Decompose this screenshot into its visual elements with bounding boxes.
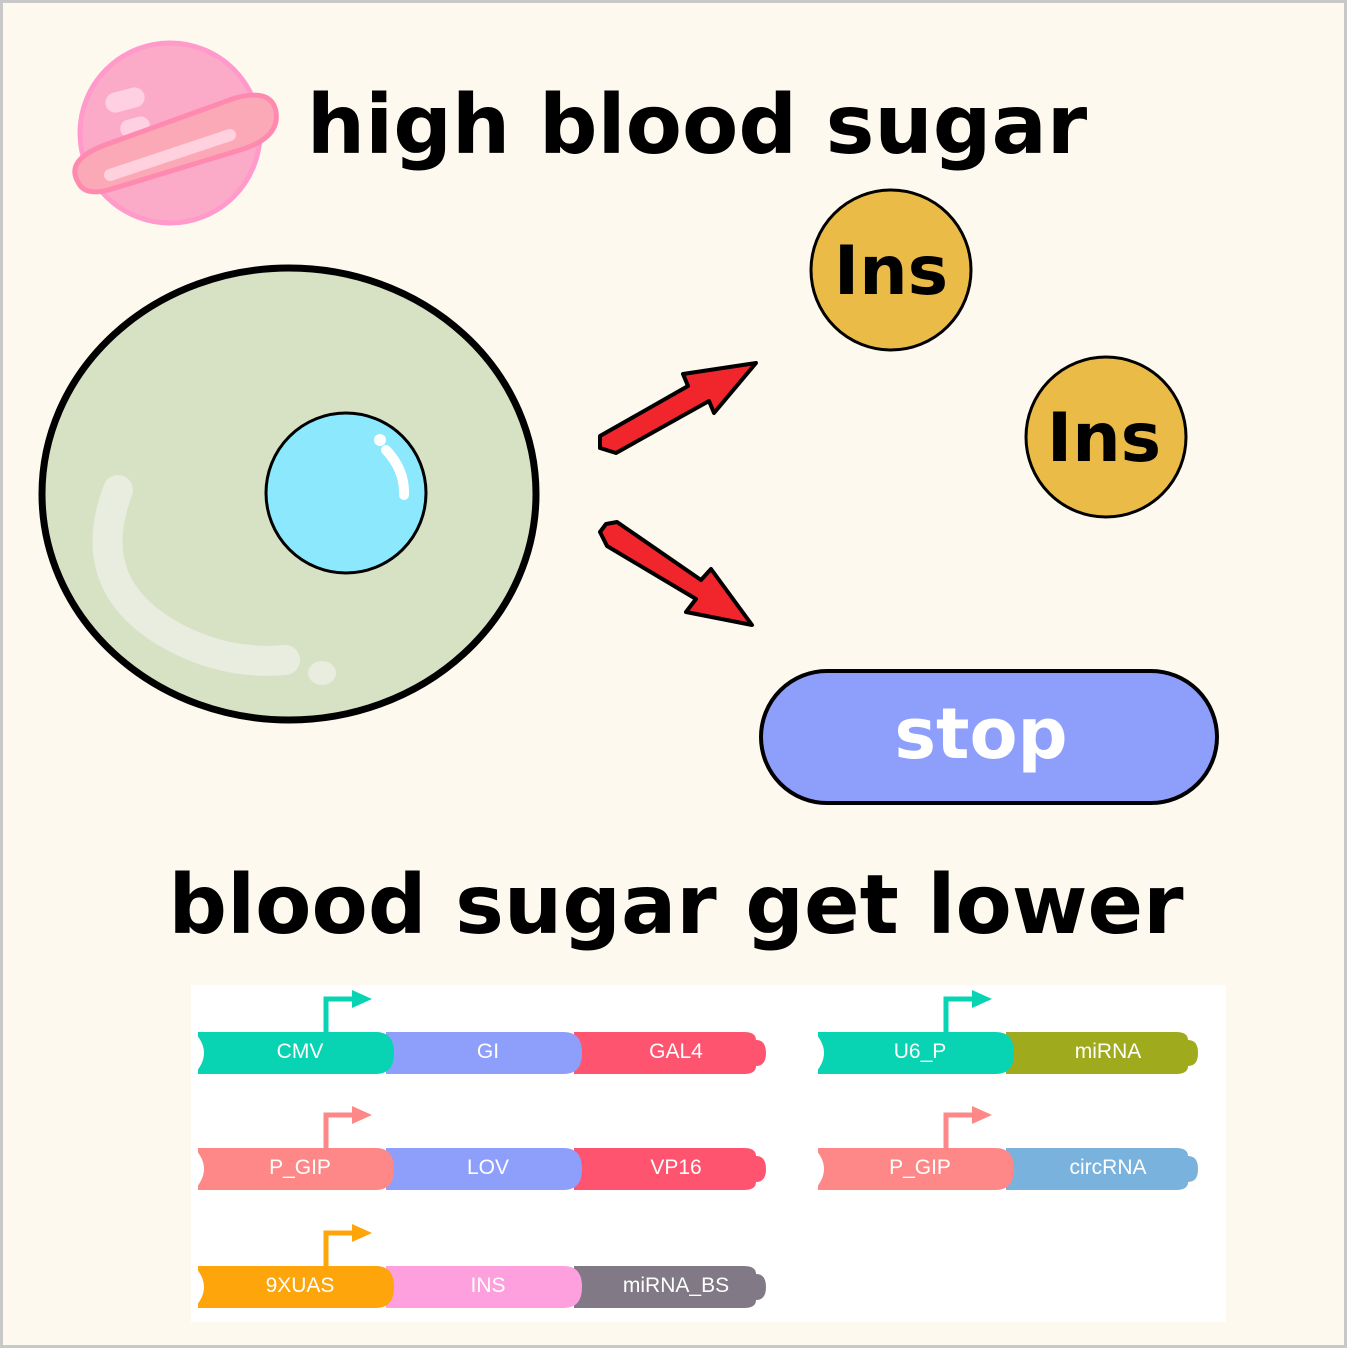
planet-icon xyxy=(72,40,279,226)
part-label: miRNA_BS xyxy=(623,1274,729,1297)
part-cmv xyxy=(198,1032,394,1074)
part-mirna-bs xyxy=(574,1266,766,1308)
stop-badge: stop xyxy=(759,669,1219,805)
part-label: INS xyxy=(470,1274,505,1297)
insulin-molecule-2: Ins xyxy=(1024,355,1188,519)
cell-highlight xyxy=(92,475,300,676)
insulin-label: Ins xyxy=(834,232,948,311)
part-9xuas xyxy=(198,1266,394,1308)
part-lov xyxy=(386,1148,582,1190)
circuit-5: circRNA P_GIP xyxy=(816,1106,1198,1190)
part-label: P_GIP xyxy=(269,1156,331,1179)
part-label: GAL4 xyxy=(649,1040,703,1063)
part-label: GI xyxy=(477,1040,499,1063)
part-u6-p xyxy=(818,1032,1014,1074)
part-label: circRNA xyxy=(1070,1156,1147,1179)
arrow-to-stop-icon xyxy=(598,520,754,627)
insulin-label: Ins xyxy=(1047,399,1161,478)
circuit-2: VP16 LOV P_GIP xyxy=(196,1106,766,1190)
part-mirna xyxy=(1006,1032,1198,1074)
part-label: 9XUAS xyxy=(266,1274,335,1297)
cell xyxy=(38,264,540,724)
part-label: miRNA xyxy=(1075,1040,1142,1063)
title-blood-sugar-get-lower: blood sugar get lower xyxy=(168,858,1184,953)
part-label: P_GIP xyxy=(889,1156,951,1179)
stop-label: stop xyxy=(894,693,1067,775)
part-vp16 xyxy=(574,1148,766,1190)
part-p-gip xyxy=(198,1148,394,1190)
promoter-arrow-icon xyxy=(943,996,974,1034)
part-label: U6_P xyxy=(894,1040,947,1063)
part-ins xyxy=(386,1266,582,1308)
promoter-arrow-icon xyxy=(323,996,354,1034)
arrow-to-insulin-icon xyxy=(598,361,758,455)
part-gi xyxy=(386,1032,582,1074)
part-label: LOV xyxy=(467,1156,509,1179)
promoter-arrow-icon xyxy=(323,1230,354,1268)
part-gal4 xyxy=(574,1032,766,1074)
part-circrna xyxy=(1006,1148,1198,1190)
genetic-circuits: GAL4GICMVVP16LOVP_GIPmiRNA_BSINS9XUASmiR… xyxy=(196,990,1198,1308)
part-label: CMV xyxy=(277,1040,324,1063)
title-high-blood-sugar: high blood sugar xyxy=(307,78,1088,173)
circuit-1: GAL4 GI CMV xyxy=(196,990,766,1074)
part-label: VP16 xyxy=(650,1156,701,1179)
promoter-arrow-icon xyxy=(943,1112,974,1150)
circuit-4: miRNA U6_P xyxy=(816,990,1198,1074)
promoter-arrow-icon xyxy=(323,1112,354,1150)
circuit-3: miRNA_BS INS 9XUAS xyxy=(196,1224,766,1308)
part-p-gip xyxy=(818,1148,1014,1190)
insulin-molecule-1: Ins xyxy=(809,188,973,352)
